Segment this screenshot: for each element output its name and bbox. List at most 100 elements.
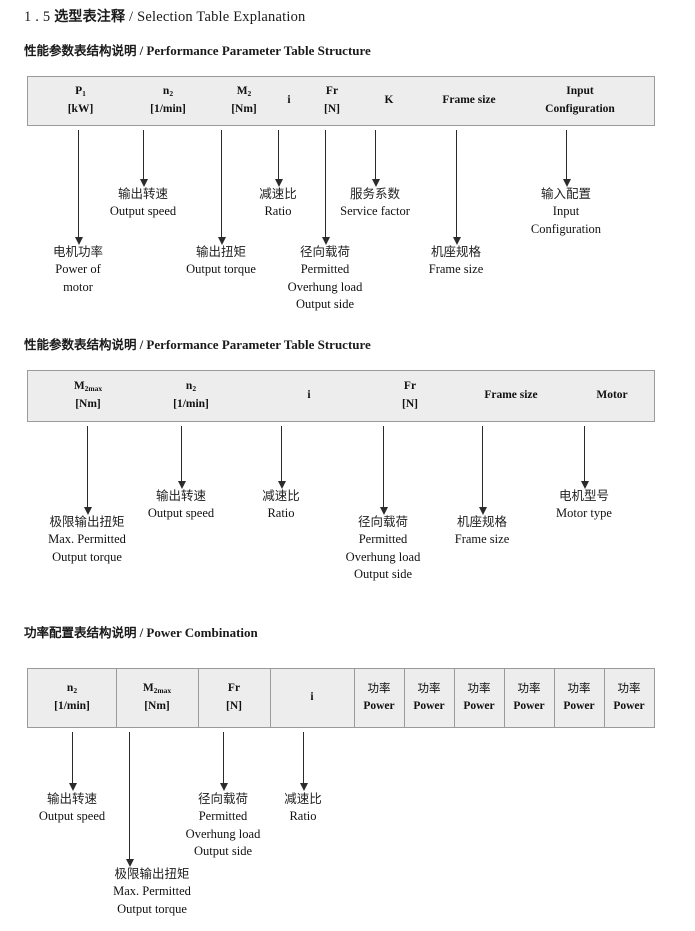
page-title-cn: 选型表注释 <box>54 9 126 25</box>
table3-divider-2 <box>198 669 199 727</box>
arrow-to-overhung-load-2 <box>379 426 388 515</box>
table1-col-m2-symbol: M2 <box>236 85 252 99</box>
note-max-output-torque-2-cn: 极限输出扭矩 <box>49 514 125 529</box>
performance-parameter-table-2: M2max [Nm] n2 [1/min] i Fr [N] Frame siz… <box>27 370 655 422</box>
note-overhung-load-1: 径向载荷 Permitted Overhung load Output side <box>288 243 363 314</box>
table1-col-fr-symbol: Fr <box>325 85 339 98</box>
section-heading-1: 性能参数表结构说明 / Performance Parameter Table … <box>24 40 371 59</box>
table3-col-power-1: 功率 Power <box>354 669 404 727</box>
table1-col-k: K <box>358 77 420 125</box>
table3-divider-4 <box>354 669 355 727</box>
table3-col-power-3-en: Power <box>463 700 495 712</box>
table2-col-m2max: M2max [Nm] <box>28 371 148 421</box>
note-ratio-2-cn: 减速比 <box>262 488 300 503</box>
note-output-speed-1-cn: 输出转速 <box>117 186 168 201</box>
table3-col-power-6-en: Power <box>613 700 645 712</box>
table3-col-power-2-en: Power <box>413 700 445 712</box>
arrow-to-overhung-load-3 <box>219 732 228 791</box>
note-service-factor-cn: 服务系数 <box>349 186 401 201</box>
table3-col-m2max: M2max [Nm] <box>116 669 198 727</box>
note-overhung-load-3: 径向载荷 Permitted Overhung load Output side <box>186 790 261 861</box>
note-overhung-load-3-en-1: Permitted <box>198 808 248 823</box>
note-output-speed-1: 输出转速 Output speed <box>110 185 176 221</box>
table2-col-n2: n2 [1/min] <box>136 371 246 421</box>
table1-col-p1-symbol: P1 <box>75 85 86 99</box>
arrow-to-ratio-3 <box>299 732 308 791</box>
arrow-to-power-of-motor <box>74 130 83 245</box>
table2-col-fr: Fr [N] <box>352 371 468 421</box>
table2-col-i-symbol: i <box>307 389 311 402</box>
arrow-to-frame-size-1 <box>452 130 461 245</box>
table3-col-n2: n2 [1/min] <box>28 669 116 727</box>
table1-col-n2: n2 [1/min] <box>120 77 216 125</box>
note-overhung-load-2-cn: 径向载荷 <box>357 514 409 529</box>
table1-col-n2-symbol: n2 <box>162 85 174 99</box>
note-ratio-3: 减速比 Ratio <box>284 790 322 826</box>
arrow-to-output-torque-1 <box>217 130 226 245</box>
arrow-to-frame-size-2 <box>478 426 487 515</box>
arrow-to-overhung-load-1 <box>321 130 330 245</box>
note-input-configuration: 输入配置 Input Configuration <box>531 185 601 238</box>
note-max-output-torque-3: 极限输出扭矩 Max. Permitted Output torque <box>113 865 191 918</box>
note-max-output-torque-3-en-1: Max. Permitted <box>113 883 191 898</box>
table2-col-frame-size: Frame size <box>428 371 594 421</box>
table3-col-n2-symbol: n2 <box>66 682 78 696</box>
note-overhung-load-1-en-1: Permitted <box>300 261 350 276</box>
note-overhung-load-3-cn: 径向载荷 <box>197 791 249 806</box>
note-overhung-load-3-en-2: Overhung load <box>185 826 261 841</box>
table3-col-power-5-cn: 功率 <box>567 681 591 696</box>
table3-col-power-6: 功率 Power <box>604 669 654 727</box>
note-ratio-2-en: Ratio <box>267 505 295 520</box>
note-output-speed-3-en: Output speed <box>38 808 106 823</box>
note-ratio-3-en: Ratio <box>289 808 317 823</box>
note-max-output-torque-3-cn: 极限输出扭矩 <box>114 866 190 881</box>
table3-col-fr-symbol: Fr <box>227 682 241 695</box>
table3-col-fr-unit: [N] <box>226 700 242 712</box>
title-separator: / <box>129 9 134 25</box>
note-output-torque-1: 输出扭矩 Output torque <box>186 243 256 279</box>
note-power-of-motor-en-1: Power of <box>55 261 101 276</box>
table3-col-n2-unit: [1/min] <box>54 700 90 712</box>
note-service-factor: 服务系数 Service factor <box>340 185 410 221</box>
note-ratio-1-en: Ratio <box>264 203 292 218</box>
section-heading-2-sep: / <box>139 337 144 352</box>
note-motor-type: 电机型号 Motor type <box>556 487 612 523</box>
note-overhung-load-3-en-3: Output side <box>194 844 252 859</box>
table3-col-power-4-en: Power <box>513 700 545 712</box>
note-input-configuration-cn: 输入配置 <box>540 186 592 201</box>
table1-col-p1: P1 [kW] <box>28 77 133 125</box>
power-combination-table: n2 [1/min] M2max [Nm] Fr [N] i 功率 Power … <box>27 668 655 728</box>
note-overhung-load-1-en-2: Overhung load <box>287 279 363 294</box>
table2-col-fr-symbol: Fr <box>403 380 417 393</box>
note-frame-size-1-en: Frame size <box>428 261 484 276</box>
arrow-to-max-output-torque-2 <box>83 426 92 515</box>
note-max-output-torque-2-en-2: Output torque <box>52 549 122 564</box>
table3-col-fr: Fr [N] <box>198 669 270 727</box>
table3-col-power-4-cn: 功率 <box>517 681 541 696</box>
note-overhung-load-1-cn: 径向载荷 <box>299 244 351 259</box>
note-frame-size-2-cn: 机座规格 <box>456 514 507 529</box>
table3-divider-5 <box>404 669 405 727</box>
note-max-output-torque-2-en-1: Max. Permitted <box>48 531 126 546</box>
table3-divider-9 <box>604 669 605 727</box>
table3-col-power-3: 功率 Power <box>454 669 504 727</box>
arrow-to-ratio-2 <box>277 426 286 489</box>
table3-divider-7 <box>504 669 505 727</box>
note-overhung-load-2-en-2: Overhung load <box>345 549 421 564</box>
table2-col-motor-label: Motor <box>596 389 628 402</box>
arrow-to-output-speed-2 <box>177 426 186 489</box>
table2-col-n2-unit: [1/min] <box>173 398 209 410</box>
table1-col-fr: Fr [N] <box>300 77 364 125</box>
table1-col-frame-size: Frame size <box>416 77 522 125</box>
table1-col-k-symbol: K <box>384 94 394 107</box>
table1-col-fr-unit: [N] <box>324 103 340 115</box>
table3-divider-6 <box>454 669 455 727</box>
table1-col-n2-unit: [1/min] <box>150 103 186 115</box>
table3-divider-1 <box>116 669 117 727</box>
section-heading-1-sep: / <box>139 43 144 58</box>
arrow-to-motor-type <box>580 426 589 489</box>
table3-col-power-4: 功率 Power <box>504 669 554 727</box>
note-power-of-motor-cn: 电机功率 <box>52 244 104 259</box>
note-motor-type-en: Motor type <box>556 505 612 520</box>
